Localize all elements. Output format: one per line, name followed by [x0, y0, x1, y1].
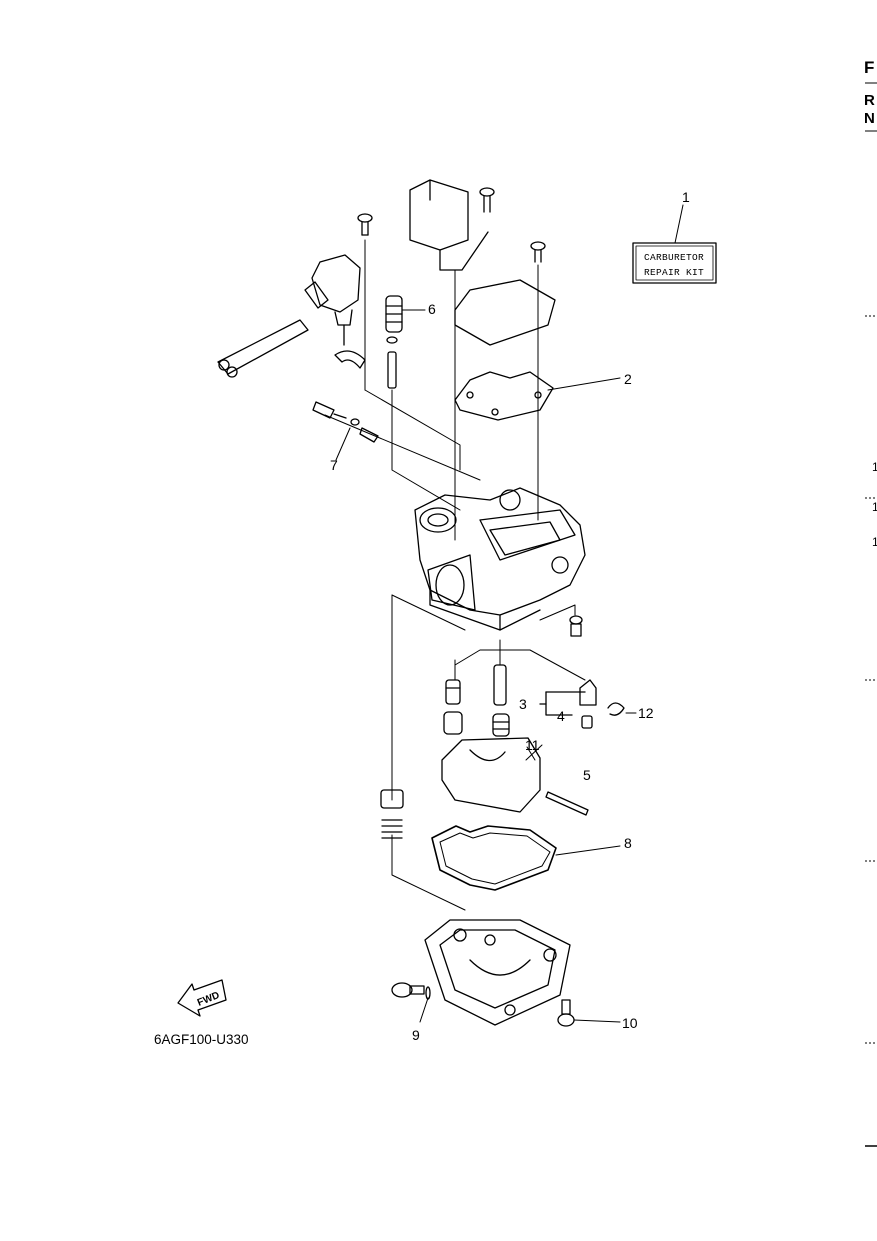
- edge-number-1: 1: [872, 460, 877, 474]
- callout-5: 5: [583, 767, 591, 783]
- callout-leaders: [526, 746, 536, 761]
- edge-header-f: F: [864, 58, 875, 77]
- float: [441, 737, 543, 813]
- float-chamber: [424, 919, 571, 1026]
- callout-2: 2: [624, 371, 632, 387]
- main-nozzle: [492, 664, 510, 737]
- edge-header-n: N: [864, 110, 875, 127]
- callout-8: 8: [624, 835, 632, 851]
- carburetor-repair-kit-box: [632, 204, 717, 284]
- solenoid-assembly: [217, 254, 366, 378]
- solenoid-bracket: [409, 179, 489, 271]
- edge-number-2: 1: [872, 500, 877, 514]
- needle-valve: [539, 679, 597, 729]
- screw-top-left: [357, 213, 373, 236]
- callout-7: 7: [330, 457, 338, 473]
- callout-10: 10: [622, 1015, 638, 1031]
- plug-spring: [380, 789, 404, 839]
- callout-1: 1: [682, 189, 690, 205]
- callout-4: 4: [557, 708, 565, 724]
- edge-number-3: 1: [872, 535, 877, 549]
- cover-gasket: [454, 371, 621, 421]
- pilot-screw: [312, 401, 379, 461]
- float-chamber-gasket: [431, 825, 621, 891]
- main-jet: [443, 679, 463, 735]
- kit-label-line2: REPAIR KIT: [644, 267, 704, 278]
- chamber-screw: [557, 999, 621, 1027]
- kit-label-line1: CARBURETOR: [644, 252, 704, 263]
- callout-9: 9: [412, 1027, 420, 1043]
- callout-12: 12: [638, 705, 654, 721]
- cover-plate: [454, 279, 556, 346]
- edge-header-r: R: [864, 92, 875, 109]
- fwd-arrow-icon: [177, 979, 227, 1017]
- carburetor-body: [414, 487, 586, 631]
- pilot-jet: [385, 295, 426, 389]
- callout-11: 11: [525, 737, 540, 753]
- drain-screw: [391, 982, 431, 1023]
- callout-6: 6: [428, 301, 436, 317]
- guide-lines: [324, 239, 586, 911]
- screw-top-right: [530, 241, 546, 263]
- diagram-code: 6AGF100-U330: [154, 1032, 249, 1047]
- callout-3: 3: [519, 696, 527, 712]
- screw-right: [569, 615, 583, 637]
- needle-clip: [607, 702, 637, 716]
- float-pin: [545, 791, 589, 816]
- screw-top-center: [479, 187, 495, 213]
